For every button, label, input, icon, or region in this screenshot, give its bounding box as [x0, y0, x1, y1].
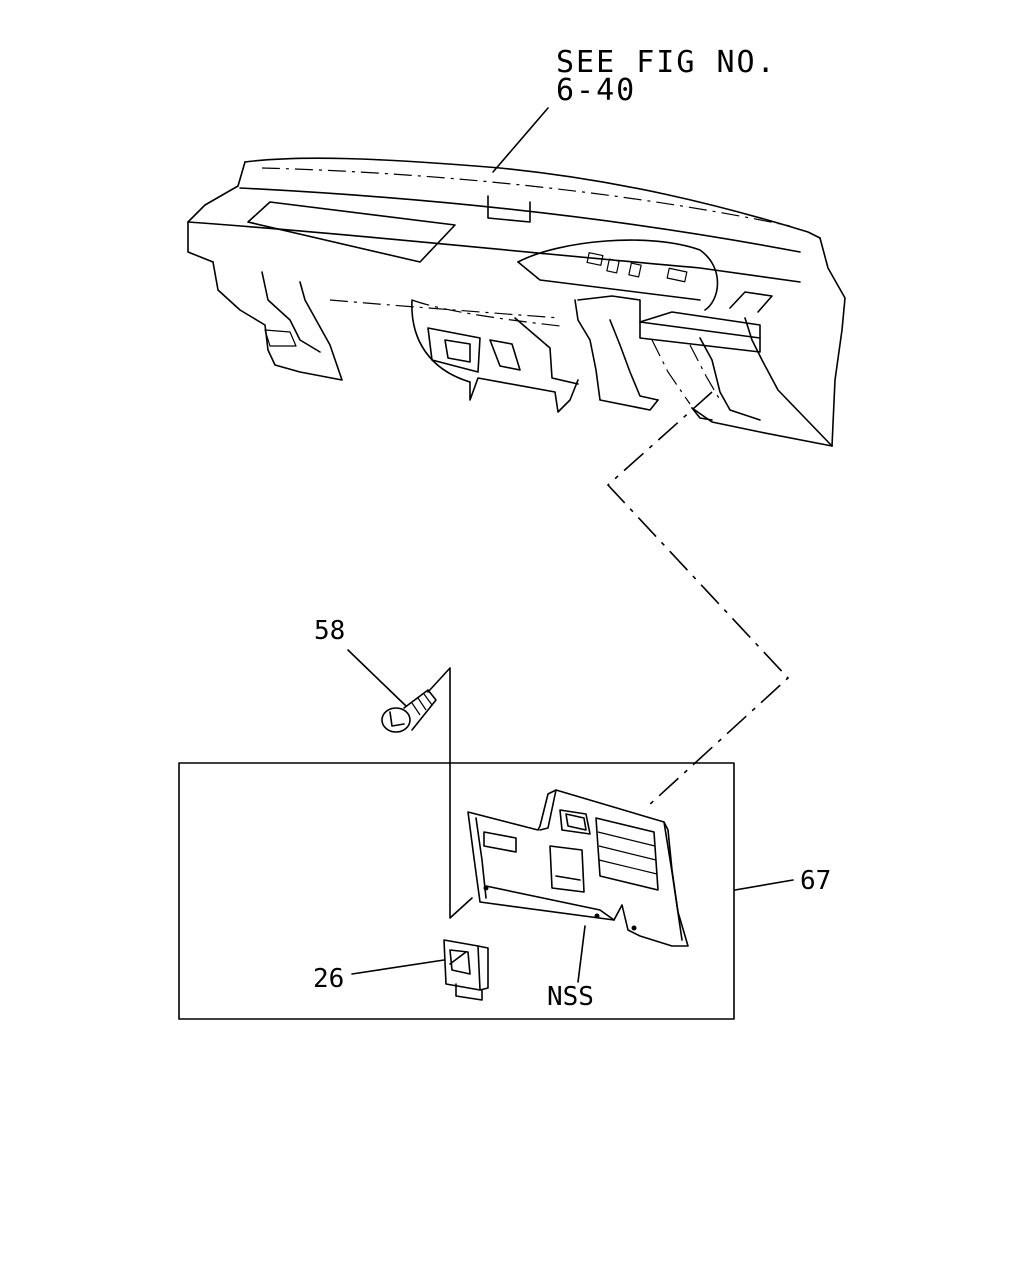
instrument-panel-assembly — [187, 157, 846, 447]
reference-leader-line — [492, 107, 549, 173]
reference-text-line2: 6-40 — [556, 73, 637, 108]
screw-leader-line — [347, 649, 407, 707]
screw-part — [381, 689, 437, 733]
assembly-connection-line — [606, 391, 790, 807]
cluster-bezel-part — [467, 789, 689, 947]
callout-nss: NSS — [547, 982, 594, 1012]
clip-part — [443, 939, 489, 1001]
clip-leader-line — [351, 959, 445, 975]
screw-route-line — [427, 667, 473, 919]
callout-screw: 58 — [314, 616, 346, 646]
callout-panel-group: 67 — [800, 866, 832, 896]
panel-group-box — [178, 762, 735, 1020]
panel-group-leader-line — [734, 879, 794, 891]
callout-clip: 26 — [313, 964, 345, 994]
nss-leader-line — [577, 925, 586, 983]
reference-text-line1: SEE FIG NO. — [556, 45, 777, 80]
